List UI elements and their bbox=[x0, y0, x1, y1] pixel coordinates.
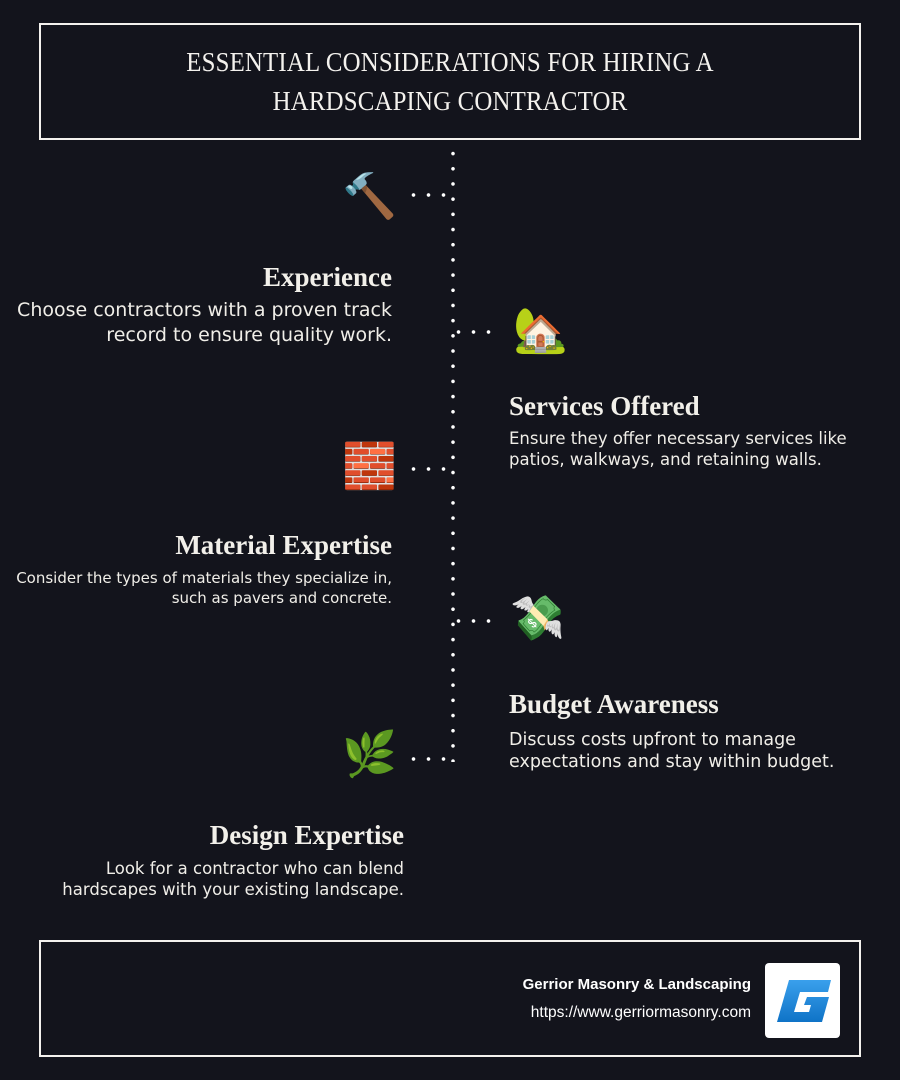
timeline-dotted-line bbox=[451, 146, 455, 762]
item-title: Budget Awareness bbox=[509, 689, 719, 719]
herb-icon: 🌿 bbox=[342, 729, 397, 780]
list-item-design-expertise: Design Expertise Look for a contractor w… bbox=[24, 818, 404, 900]
item-title: Services Offered bbox=[509, 391, 700, 421]
house-with-garden-icon: 🏡 bbox=[513, 305, 568, 356]
connector-dots bbox=[406, 757, 454, 761]
list-item-services-offered: Services Offered Ensure they offer neces… bbox=[509, 389, 869, 470]
list-item-material-expertise: Material Expertise Consider the types of… bbox=[12, 528, 392, 608]
connector-dots bbox=[406, 467, 454, 471]
company-logo bbox=[765, 963, 840, 1038]
connector-dots bbox=[406, 193, 454, 197]
g-logo-icon bbox=[776, 979, 831, 1022]
list-item-budget-awareness: Budget Awareness Discuss costs upfront t… bbox=[509, 687, 869, 773]
item-title: Material Expertise bbox=[175, 530, 392, 560]
page-title: ESSENTIAL CONSIDERATIONS FOR HIRING A HA… bbox=[186, 46, 714, 116]
item-description: Look for a contractor who can blend hard… bbox=[62, 859, 404, 899]
item-title: Experience bbox=[263, 262, 392, 292]
item-description: Ensure they offer necessary services lik… bbox=[509, 429, 847, 469]
item-title: Design Expertise bbox=[209, 820, 404, 850]
connector-dots bbox=[451, 330, 499, 334]
footer: Gerrior Masonry & Landscaping https://ww… bbox=[39, 940, 861, 1057]
item-description: Consider the types of materials they spe… bbox=[16, 569, 392, 607]
money-with-wings-icon: 💸 bbox=[510, 593, 565, 644]
connector-dots bbox=[451, 619, 499, 623]
title-box: ESSENTIAL CONSIDERATIONS FOR HIRING A HA… bbox=[39, 23, 861, 140]
hammer-icon: 🔨 bbox=[342, 171, 397, 222]
company-url-link[interactable]: https://www.gerriormasonry.com bbox=[530, 1004, 751, 1021]
company-name: Gerrior Masonry & Landscaping bbox=[522, 976, 751, 993]
list-item-experience: Experience Choose contractors with a pro… bbox=[12, 260, 392, 348]
item-description: Choose contractors with a proven track r… bbox=[17, 299, 392, 346]
bricks-icon: 🧱 bbox=[342, 441, 397, 492]
item-description: Discuss costs upfront to manage expectat… bbox=[509, 730, 835, 772]
